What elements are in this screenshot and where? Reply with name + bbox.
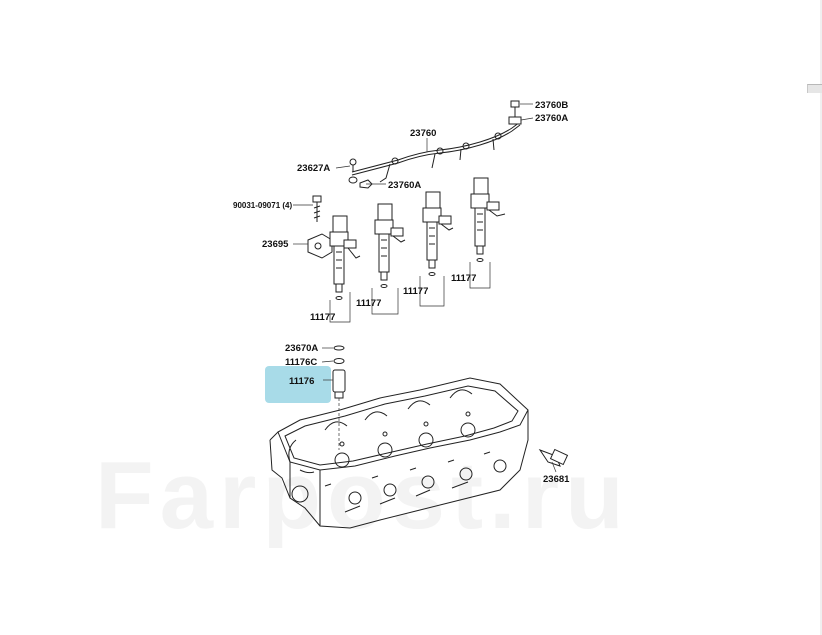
label-11177-4[interactable]: 11177: [451, 273, 476, 284]
scroll-track: [820, 0, 822, 635]
label-23670a[interactable]: 23670A: [285, 343, 318, 354]
label-23760a-mid[interactable]: 23760A: [388, 180, 421, 191]
label-23760b[interactable]: 23760B: [535, 100, 568, 111]
label-11177-2[interactable]: 11177: [356, 298, 381, 309]
label-23760[interactable]: 23760: [410, 128, 436, 139]
injector-3: [422, 191, 454, 276]
injector-2: [374, 203, 406, 288]
part-labels: 23760B 23760A 23760 23627A 23760A 90031-…: [233, 100, 570, 485]
leader-lines: [293, 103, 557, 473]
label-23760a-top[interactable]: 23760A: [535, 113, 568, 124]
label-23627a[interactable]: 23627A: [297, 163, 330, 174]
cylinder-head: [269, 377, 529, 529]
label-11177-1[interactable]: 11177: [310, 312, 335, 323]
return-pipe: [348, 100, 522, 189]
label-11176[interactable]: 11176: [289, 376, 314, 387]
label-11176c[interactable]: 11176C: [285, 357, 317, 368]
label-11177-3[interactable]: 11177: [403, 286, 428, 297]
injector-4: [470, 177, 506, 262]
label-90031-09071[interactable]: 90031-09071 (4): [233, 201, 292, 210]
sensor: [538, 448, 569, 467]
selected-part-highlight: [265, 366, 331, 403]
label-23695[interactable]: 23695: [262, 239, 289, 250]
seals-and-sleeve: [332, 345, 346, 450]
injector-clamp: [307, 233, 333, 259]
injector-1: [329, 215, 361, 300]
bolt: [312, 195, 322, 222]
label-23681[interactable]: 23681: [543, 474, 570, 485]
scrollbar-thumb[interactable]: [807, 84, 822, 93]
